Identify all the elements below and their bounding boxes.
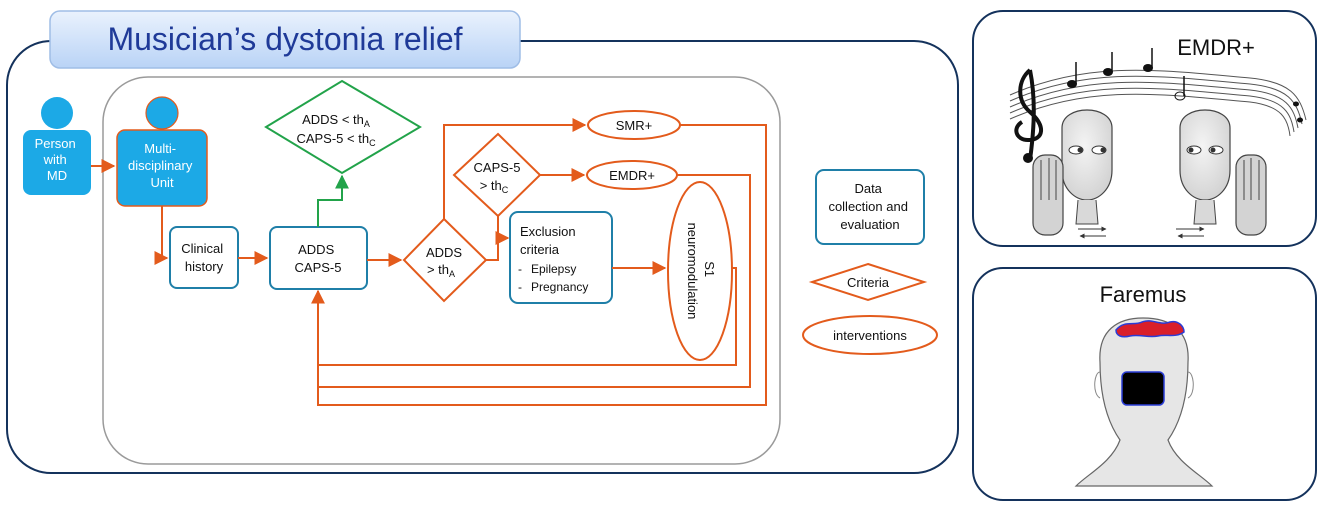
svg-text:ADDS: ADDS (426, 245, 462, 260)
svg-text:Clinical history: Clinical history (181, 241, 227, 274)
left-head-illustration (1061, 109, 1113, 225)
svg-text:> thC: > thC (480, 178, 509, 195)
left-hand-icon (1032, 154, 1064, 236)
legend-data-box: Data collection and evaluation (815, 169, 925, 245)
svg-text:ADDS < thA: ADDS < thA (302, 112, 370, 129)
svg-text:Exclusion criteria: Exclusion criteria (520, 224, 579, 257)
clinical-history-box: Clinical history (169, 226, 239, 289)
multidisciplinary-unit-box: Multi- disciplinary Unit (116, 129, 208, 207)
svg-text:interventions: interventions (833, 328, 907, 343)
emdr-panel-title: EMDR+ (1177, 35, 1255, 60)
emdr-ellipse: EMDR+ (586, 160, 678, 190)
svg-text:> thA: > thA (427, 262, 455, 279)
svg-text:-Epilepsy: -Epilepsy (518, 262, 576, 276)
scalp-electrode-strip (1115, 320, 1185, 338)
svg-text:Data collection and: Data collection and evaluation (828, 181, 911, 232)
svg-text:ADDS CAPS-5: ADDS CAPS-5 (295, 242, 342, 275)
legend-interventions-ellipse: interventions (802, 315, 938, 355)
treble-clef-icon (1014, 68, 1043, 163)
svg-text:CAPS-5 < thC: CAPS-5 < thC (296, 131, 376, 148)
faremus-panel-title: Faremus (1100, 282, 1187, 307)
emdr-panel: EMDR+ (972, 10, 1317, 247)
person-icon (41, 97, 73, 129)
person-with-md-box: Person with MD (23, 130, 91, 195)
svg-text:Criteria: Criteria (847, 275, 890, 290)
smr-ellipse: SMR+ (587, 110, 681, 140)
right-head-illustration (1179, 109, 1231, 225)
faremus-panel: Faremus (972, 267, 1317, 501)
green-criteria-diamond: ADDS < thA CAPS-5 < thC (264, 79, 422, 175)
unit-icon (145, 96, 179, 130)
adds-caps-box: ADDS CAPS-5 (269, 226, 368, 290)
flow-connectors (91, 118, 767, 406)
title-tab: Musician’s dystonia relief (49, 10, 521, 69)
inner-container (102, 76, 781, 465)
right-hand-icon (1235, 154, 1267, 236)
bilateral-arrows-icon (1078, 226, 1205, 239)
page-title: Musician’s dystonia relief (107, 21, 462, 57)
svg-text:SMR+: SMR+ (616, 118, 652, 133)
music-staff-illustration (1009, 69, 1307, 137)
exclusion-criteria-box: Exclusion criteria -Epilepsy -Pregnancy (509, 211, 613, 304)
s1-neuromodulation-ellipse: S1 neuromodulation (667, 181, 733, 361)
adds-threshold-diamond: ADDS > thA (402, 217, 488, 303)
svg-text:CAPS-5: CAPS-5 (474, 160, 521, 175)
svg-text:S1 neuromodulation: S1 neuromodulation (685, 223, 717, 320)
svg-text:EMDR+: EMDR+ (609, 168, 655, 183)
caps-threshold-diamond: CAPS-5 > thC (452, 132, 542, 218)
music-notes-icon (1067, 48, 1303, 123)
person-label: Person with MD (35, 136, 80, 183)
unit-label: Multi- disciplinary Unit (128, 141, 196, 190)
svg-text:-Pregnancy: -Pregnancy (518, 280, 588, 294)
legend-criteria-diamond: Criteria (808, 262, 928, 302)
neck-device-icon (1121, 371, 1165, 406)
